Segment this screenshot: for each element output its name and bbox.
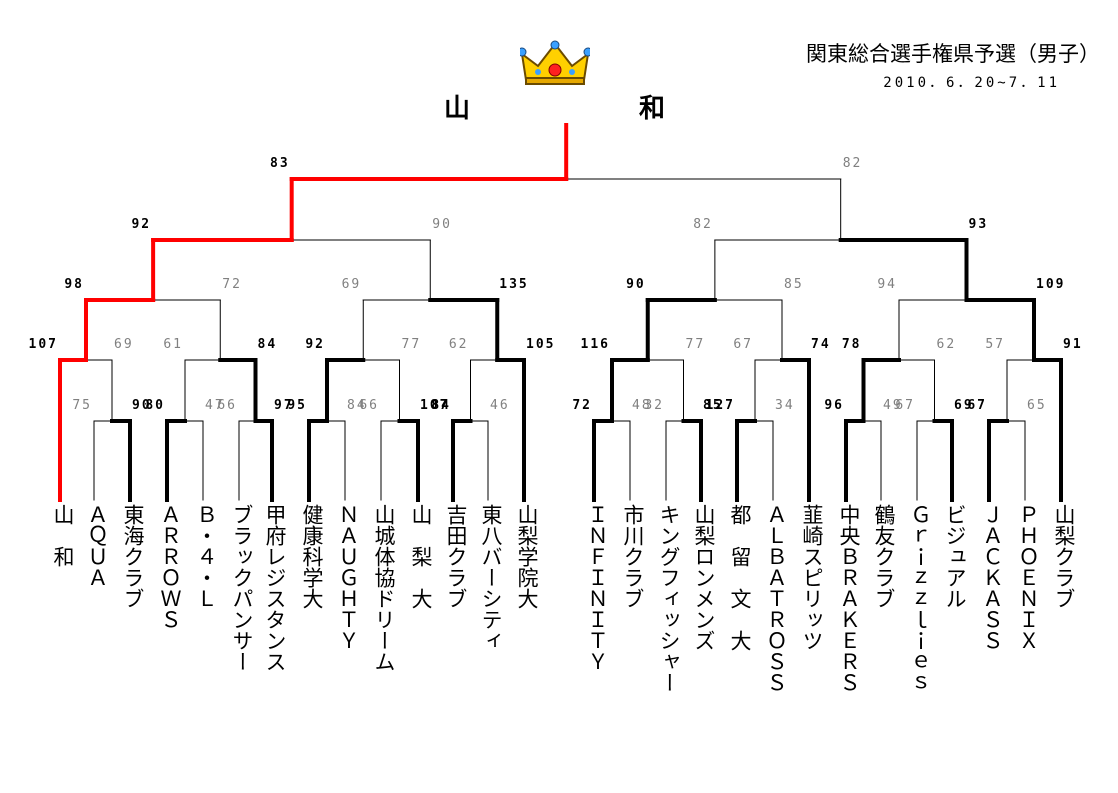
score-label: 95 [287, 398, 307, 413]
team-name: 都 留 文 大 [728, 504, 752, 651]
score-label: 62 [449, 337, 469, 352]
score-label: 66 [217, 398, 237, 413]
score-label: 105 [526, 337, 555, 352]
score-label: 48 [632, 398, 652, 413]
score-label: 82 [693, 217, 713, 232]
crown-icon [520, 40, 590, 85]
score-label: 62 [937, 337, 957, 352]
score-label: 47 [205, 398, 225, 413]
score-label: 116 [581, 337, 610, 352]
champion-name-part-2: 和 [638, 94, 665, 124]
score-label: 97 [274, 398, 294, 413]
score-label: 84 [431, 398, 451, 413]
team-name: ＡＱＵＡ [85, 504, 109, 588]
score-label: 34 [775, 398, 795, 413]
score-label: 109 [1036, 277, 1065, 292]
score-label: 85 [703, 398, 723, 413]
score-label: 74 [811, 337, 831, 352]
score-label: 66 [359, 398, 379, 413]
team-name: 東八バーシティ [479, 504, 503, 651]
team-name: 市川クラブ [621, 504, 645, 609]
score-label: 82 [843, 156, 863, 171]
team-name: キングフィッシャー [657, 504, 681, 693]
team-name: ＡＬＢＡＴＲＯＳＳ [764, 504, 788, 693]
score-label: 46 [490, 398, 510, 413]
team-name: ＡＲＲＯＷＳ [158, 504, 182, 630]
score-label: 91 [1063, 337, 1083, 352]
score-label: 107 [29, 337, 58, 352]
team-name: ＪＡＣＫＡＳＳ [980, 504, 1004, 651]
tournament-title: 関東総合選手権県予選（男子） [806, 42, 1100, 66]
team-name: 甲府レジスタンス [263, 504, 287, 672]
score-label: 69 [114, 337, 134, 352]
team-name: 山城体協ドリーム [372, 504, 396, 672]
team-name: 山梨クラブ [1052, 504, 1076, 609]
score-label: 83 [270, 156, 290, 171]
team-name: ＮＡＵＧＨＴＹ [336, 504, 360, 651]
team-name: Ｇｒｉｚｚｌｉｅｓ [908, 504, 932, 693]
score-label: 49 [883, 398, 903, 413]
score-label: 57 [985, 337, 1005, 352]
team-name: 東海クラブ [121, 504, 145, 609]
score-label: 69 [342, 277, 362, 292]
team-name: 韮崎スピリッツ [800, 504, 824, 651]
score-label: 78 [842, 337, 862, 352]
team-name: 吉田クラブ [444, 504, 468, 609]
tournament-dates: 2010．6．20~7．11 [883, 75, 1060, 91]
score-label: 93 [969, 217, 989, 232]
score-label: 77 [686, 337, 706, 352]
score-label: 90 [432, 217, 452, 232]
team-name: 鶴友クラブ [872, 504, 896, 609]
score-label: 67 [967, 398, 987, 413]
score-label: 75 [72, 398, 92, 413]
score-label: 84 [347, 398, 367, 413]
score-label: 98 [64, 277, 84, 292]
team-name: 山梨学院大 [515, 504, 539, 609]
team-name: 中央ＢＲＡＫＥＲＳ [837, 504, 861, 693]
team-name: ビジュアル [943, 504, 967, 609]
score-label: 67 [733, 337, 753, 352]
score-label: 77 [402, 337, 422, 352]
team-name: Ｂ・４・Ｌ [194, 504, 218, 609]
score-label: 61 [163, 337, 183, 352]
score-label: 127 [706, 398, 735, 413]
team-name: 山 和 [51, 504, 75, 567]
team-name: 山梨ロンメンズ [692, 504, 716, 651]
score-label: 90 [626, 277, 646, 292]
team-name: 健康科学大 [300, 504, 324, 609]
score-label: 65 [1027, 398, 1047, 413]
score-label: 84 [258, 337, 278, 352]
score-label: 85 [784, 277, 804, 292]
score-label: 80 [145, 398, 165, 413]
team-name: ブラックパンサー [230, 504, 254, 672]
team-name: 山 梨 大 [409, 504, 433, 609]
team-name: ＰＨＯＥＮＩＸ [1016, 504, 1040, 651]
score-label: 69 [954, 398, 974, 413]
score-label: 94 [877, 277, 897, 292]
score-label: 135 [499, 277, 528, 292]
score-label: 72 [572, 398, 592, 413]
champion-name-part-1: 山 [443, 94, 470, 124]
score-label: 72 [222, 277, 242, 292]
team-name: ＩＮＦＩＮＩＴＹ [585, 504, 609, 672]
score-label: 32 [644, 398, 664, 413]
score-label: 92 [131, 217, 151, 232]
score-label: 90 [132, 398, 152, 413]
score-label: 107 [420, 398, 449, 413]
score-label: 67 [895, 398, 915, 413]
score-label: 96 [824, 398, 844, 413]
score-label: 92 [305, 337, 325, 352]
